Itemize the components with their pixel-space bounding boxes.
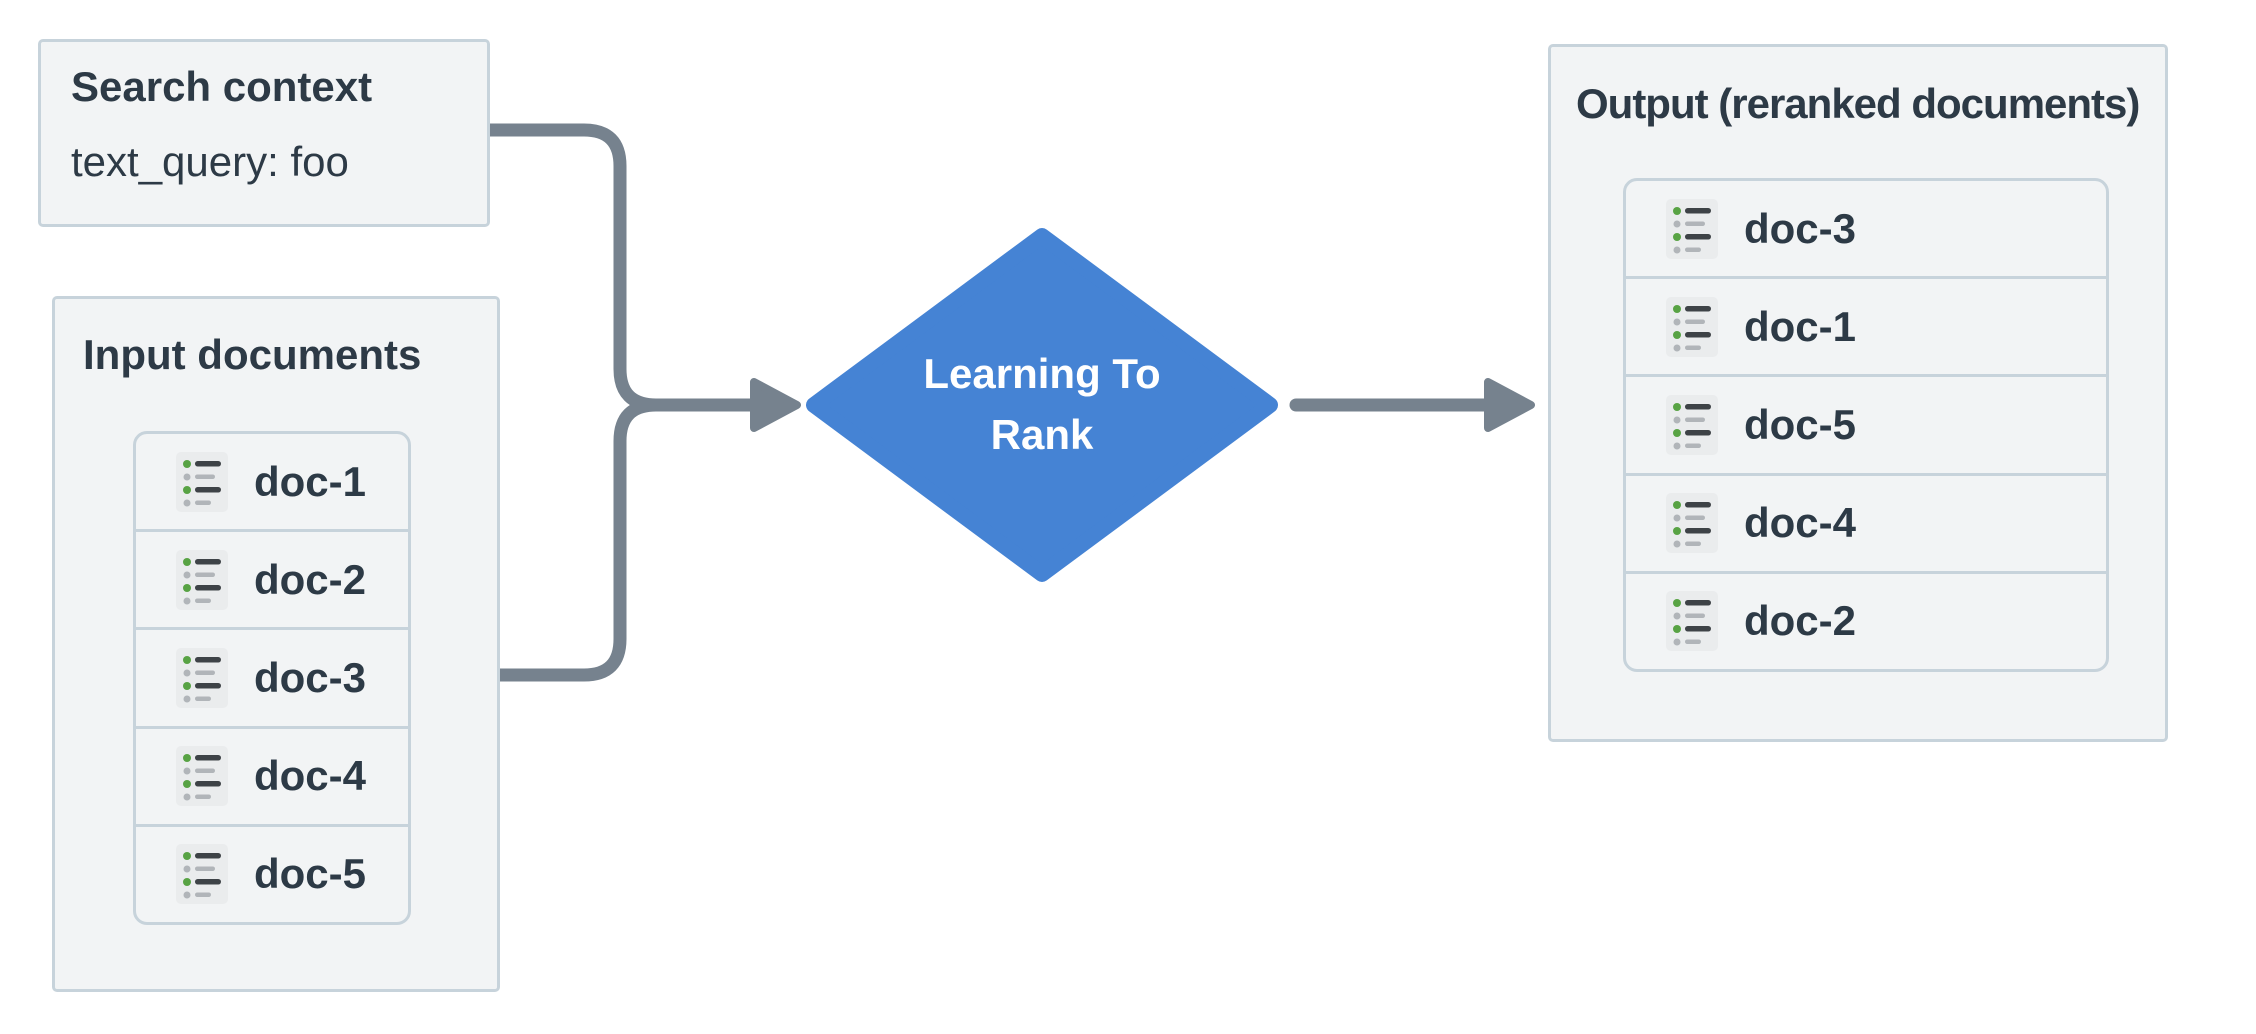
doc-label: doc-3 [254, 654, 367, 701]
doc-label: doc-2 [1744, 597, 1857, 645]
doc-list-icon [1666, 591, 1718, 652]
text-query-value: text_query: foo [71, 138, 349, 185]
output-documents-box: Output (reranked documents) [1548, 44, 2168, 742]
search-context-title: Search context [71, 63, 373, 110]
doc-row: doc-1 [136, 434, 408, 529]
doc-label: doc-1 [1744, 302, 1857, 350]
doc-row: doc-4 [136, 725, 408, 824]
doc-list-icon [1666, 493, 1718, 554]
input-documents-title: Input documents [83, 331, 422, 378]
doc-row: doc-3 [1626, 181, 2106, 276]
doc-row: doc-4 [1626, 472, 2106, 571]
doc-label: doc-5 [1744, 401, 1857, 448]
doc-row: doc-1 [1626, 276, 2106, 374]
doc-list-icon [176, 648, 228, 708]
arrow-head-icon [750, 378, 801, 432]
doc-row: doc-5 [1626, 374, 2106, 472]
doc-row: doc-3 [136, 627, 408, 725]
search-context-box: Search context text_query: foo [38, 39, 490, 227]
doc-list-icon [1666, 198, 1718, 259]
docs-to-ltr-connector [493, 398, 663, 682]
doc-label: doc-3 [1744, 204, 1857, 252]
doc-label: doc-1 [254, 457, 367, 505]
doc-label: doc-4 [254, 752, 367, 800]
output-documents-title: Output (reranked documents) [1576, 80, 2140, 127]
search-to-ltr-connector [483, 123, 773, 412]
arrow-head-icon [1484, 378, 1535, 432]
doc-list-icon [176, 549, 228, 610]
doc-row: doc-2 [136, 529, 408, 627]
doc-list-icon [1666, 395, 1718, 455]
doc-row: doc-2 [1626, 570, 2106, 669]
input-doc-list: doc-1 doc-2 [133, 431, 411, 925]
doc-row: doc-5 [136, 823, 408, 922]
doc-list-icon [176, 746, 228, 807]
doc-label: doc-4 [1744, 499, 1857, 547]
doc-list-icon [176, 844, 228, 905]
input-documents-box: Input documents doc-1 [52, 296, 500, 992]
doc-label: doc-2 [254, 555, 367, 603]
ltr-diamond-label: Learning To Rank [923, 350, 1161, 458]
doc-list-icon [176, 451, 228, 512]
doc-label: doc-5 [254, 850, 367, 898]
output-doc-list: doc-3 doc-1 [1623, 178, 2109, 672]
doc-list-icon [1666, 296, 1718, 357]
